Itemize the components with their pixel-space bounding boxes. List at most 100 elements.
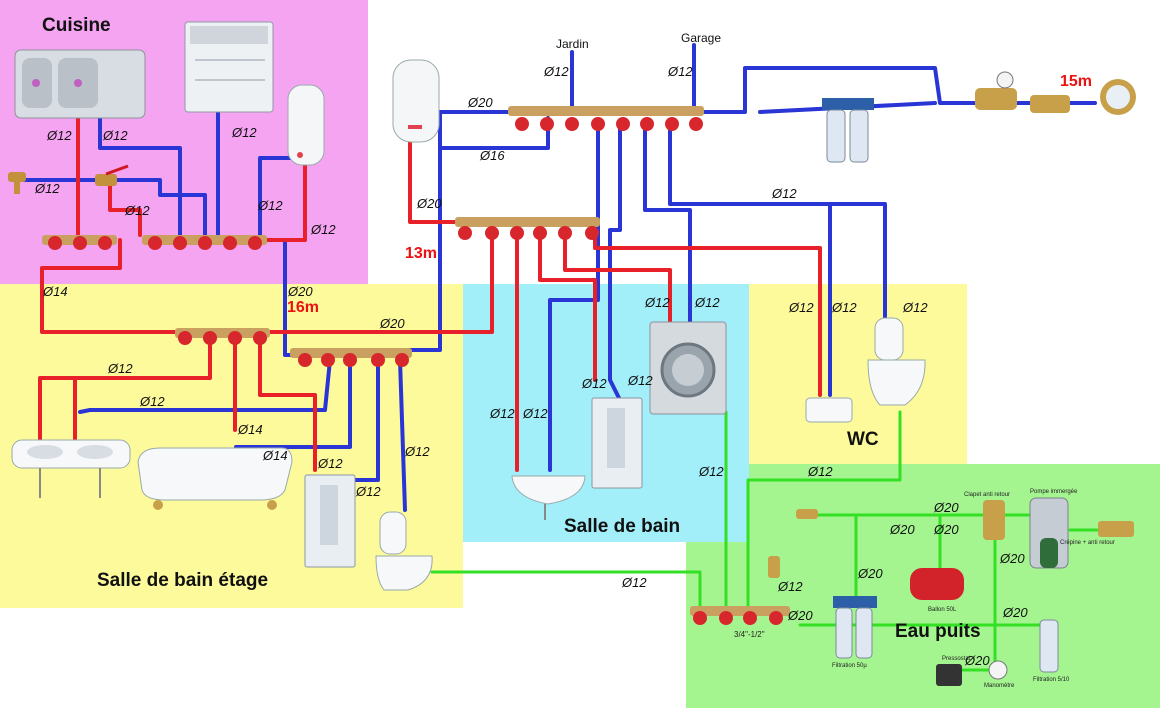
dia-well-1: Ø20 [889, 522, 915, 537]
cold-supply-line [698, 66, 1097, 114]
zone-title-cuisine: Cuisine [42, 15, 111, 36]
label-crepine: Crépine + anti retour [1060, 540, 1115, 546]
dia-sdb-shower-hot: Ø12 [581, 376, 607, 391]
label-ballon: Ballon 50L [928, 607, 957, 613]
hot-to-lavelinge [563, 233, 672, 332]
dia-etage-bath-hot: Ø14 [237, 422, 263, 437]
dia-well-3: Ø20 [933, 522, 959, 537]
water-meter-icon [1100, 79, 1136, 115]
small-water-heater-icon [287, 84, 325, 166]
dia-well-tap: Ø12 [777, 579, 803, 594]
hot-d14-cuisine [40, 238, 182, 334]
dia-sink-hot: Ø12 [46, 128, 72, 143]
dia-well-wc: Ø12 [807, 464, 833, 479]
tap-icon [8, 172, 26, 194]
dia-d20-cuisine: Ø20 [287, 284, 313, 299]
cold-etage-wc [398, 358, 407, 512]
dia-sdb-lavabo-cold: Ø12 [522, 406, 548, 421]
dia-etage-bath-cold: Ø14 [262, 448, 288, 463]
bathtub-icon [137, 447, 293, 510]
cold-to-wc-toilet [828, 202, 887, 322]
dia-d20-etage: Ø20 [379, 316, 405, 331]
well-manifold [690, 606, 790, 625]
sink-icon [14, 49, 146, 119]
dia-boiler-cold: Ø12 [257, 198, 283, 213]
outlet-garage: Garage [681, 31, 721, 45]
hot-to-sdb-douche [538, 233, 597, 382]
hot-to-sdb-etage [263, 228, 494, 334]
cold-etage-baignoire [234, 358, 352, 449]
dia-wc-toilet: Ø12 [902, 300, 928, 315]
strainer-icon [1098, 521, 1134, 537]
labels: Cuisine Salle de bain étage Salle de bai… [34, 15, 1115, 689]
well-to-wc [746, 410, 902, 612]
dia-boiler-hot: Ø12 [310, 222, 336, 237]
check-valve-icon [983, 500, 1005, 540]
dia-jardin: Ø12 [543, 64, 569, 79]
fixtures [8, 21, 1136, 686]
manometer-icon [988, 660, 1008, 680]
distance-16m: 16m [287, 299, 319, 316]
dia-sdb-shower-cold: Ø12 [627, 373, 653, 388]
hand-basin-icon [805, 397, 853, 423]
washing-machine-icon [649, 321, 727, 415]
water-heater-icon [392, 59, 440, 143]
well-main [798, 513, 1052, 627]
zone-title-wc: WC [847, 429, 879, 450]
dia-wc-basin-hot: Ø12 [788, 300, 814, 315]
outlet-jardin: Jardin [556, 37, 589, 51]
fine-filter-icon [1039, 619, 1059, 673]
cold-etage-lavabo [78, 358, 332, 414]
wc-toilet-icon [867, 317, 926, 406]
label-filtration50: Filtration 50µ [832, 663, 867, 669]
dia-d14-cuisine: Ø14 [42, 284, 68, 299]
dia-etage-lavabo-hot: Ø12 [107, 361, 133, 376]
manifolds [42, 106, 790, 625]
dia-well-wm: Ø12 [698, 464, 724, 479]
dia-etage-shower-hot: Ø12 [317, 456, 343, 471]
dia-well-manifold: Ø20 [787, 608, 813, 623]
etage-hot-manifold [175, 328, 270, 345]
dia-tap: Ø12 [34, 181, 60, 196]
cold-to-wc [668, 120, 832, 397]
dia-boiler-d20: Ø20 [416, 196, 442, 211]
distance-13m: 13m [405, 245, 437, 262]
cold-to-lavelinge [643, 120, 692, 332]
dia-d16: Ø16 [479, 148, 505, 163]
label-manometre: Manomètre [984, 683, 1015, 689]
hot-cuisine-tap [108, 178, 142, 237]
dia-well-6: Ø20 [1002, 605, 1028, 620]
cuisine-manifold-right [142, 235, 267, 250]
dia-wc-basin-cold: Ø12 [831, 300, 857, 315]
hot-boiler-out [408, 138, 462, 224]
dia-well-etage: Ø12 [621, 575, 647, 590]
expansion-tank-icon [910, 568, 964, 600]
cold-d20-to-sdb-etage [408, 110, 512, 352]
dia-wm-hot: Ø12 [644, 295, 670, 310]
hot-pipes [38, 110, 822, 472]
dia-dishwasher: Ø12 [231, 125, 257, 140]
dia-wc-feed: Ø12 [771, 186, 797, 201]
hot-etage-lavabo [38, 338, 212, 442]
coupling-icon [1030, 95, 1070, 113]
dia-sink-cold: Ø12 [102, 128, 128, 143]
etage-cold-manifold [290, 348, 412, 367]
valve-icon [95, 164, 129, 186]
cold-cuisine-sink [98, 110, 182, 237]
label-manifold-size: 3/4"-1/2" [734, 630, 765, 639]
shower-cabin-icon [304, 474, 356, 568]
dishwasher-icon [184, 21, 274, 113]
dia-well-5: Ø20 [857, 566, 883, 581]
double-filter-icon [822, 98, 874, 163]
pressure-reducer-icon [975, 71, 1017, 110]
well-tap-icon [768, 509, 818, 578]
dia-well-2: Ø20 [933, 500, 959, 515]
label-filtration5: Filtration 5/10 [1033, 677, 1070, 683]
dia-etage-shower-cold: Ø12 [355, 484, 381, 499]
label-pompe: Pompe immergée [1030, 489, 1078, 495]
dia-well-7: Ø20 [964, 653, 990, 668]
well-filter-icon [833, 596, 877, 659]
zone-wc [749, 284, 967, 464]
hot-main-manifold [455, 217, 600, 240]
